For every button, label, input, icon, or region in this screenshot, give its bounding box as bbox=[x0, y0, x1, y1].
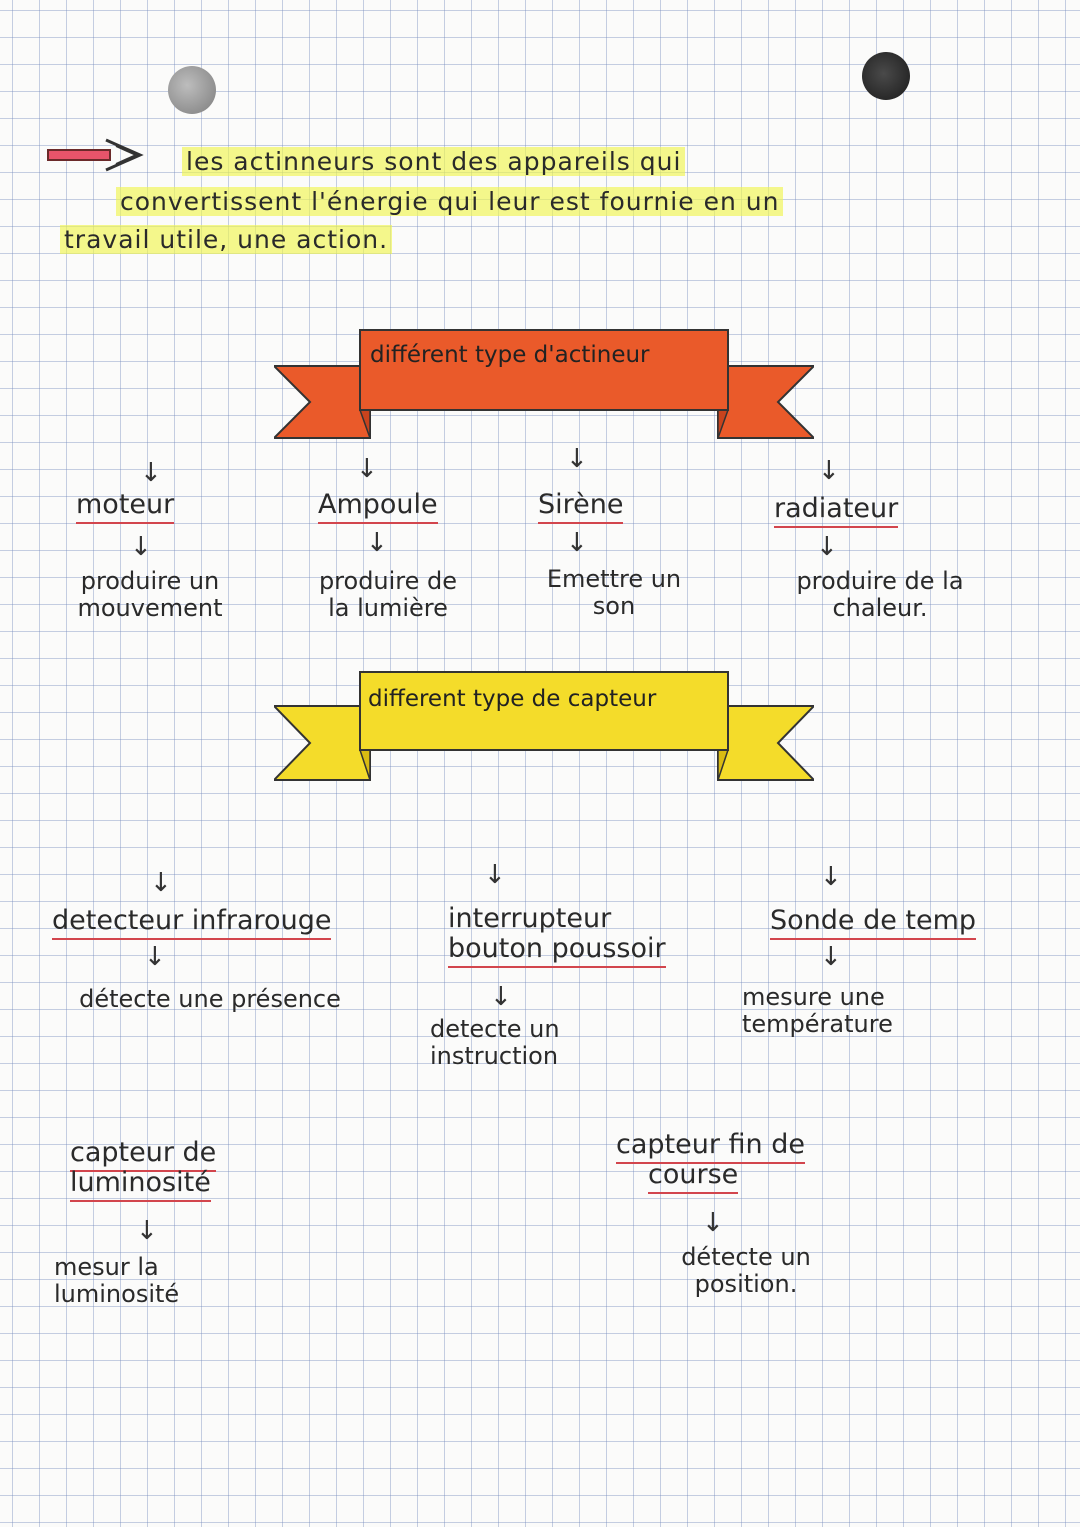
sensors-banner-body bbox=[359, 671, 729, 751]
intro-line-1: les actinneurs sont des appareils qui bbox=[182, 147, 686, 176]
arrow-down-icon: ↓ bbox=[490, 982, 512, 1012]
sensor-detecteur-infrarouge-desc: détecte une présence bbox=[79, 985, 341, 1013]
arrow-down-icon: ↓ bbox=[150, 868, 172, 898]
arrow-down-icon: ↓ bbox=[140, 458, 162, 488]
sensor-sonde-de-temp: Sonde de temp bbox=[770, 905, 977, 940]
sensor-capteur-fin-de-course: capteur fin de course bbox=[616, 1129, 805, 1194]
actuators-banner-body bbox=[359, 329, 729, 411]
actuators-banner-title: différent type d'actineur bbox=[370, 342, 650, 368]
sensor-capteur-de-luminosite: capteur de luminosité bbox=[70, 1137, 217, 1202]
sensor-interrupteur: interrupteur bouton poussoir bbox=[448, 904, 666, 968]
sensors-banner-tail-right bbox=[717, 705, 814, 781]
sensors-banner-title: different type de capteur bbox=[368, 686, 657, 712]
actuator-sirene: Sirène bbox=[538, 489, 624, 524]
arrow-down-icon: ↓ bbox=[702, 1208, 724, 1238]
arrow-right-icon bbox=[47, 138, 144, 172]
arrow-down-icon: ↓ bbox=[566, 528, 588, 558]
punch-hole-right bbox=[862, 52, 910, 100]
actuator-radiateur: radiateur bbox=[774, 493, 899, 528]
arrow-down-icon: ↓ bbox=[816, 532, 838, 562]
actuators-banner-tail-left bbox=[274, 365, 371, 439]
arrow-down-icon: ↓ bbox=[144, 942, 166, 972]
intro-line-3: travail utile, une action. bbox=[60, 225, 393, 254]
arrow-down-icon: ↓ bbox=[484, 860, 506, 890]
sensors-banner bbox=[274, 671, 814, 781]
actuator-ampoule: Ampoule bbox=[318, 489, 438, 524]
arrow-down-icon: ↓ bbox=[366, 528, 388, 558]
sensors-banner-tail-left bbox=[274, 705, 371, 781]
arrow-down-icon: ↓ bbox=[136, 1216, 158, 1246]
arrow-down-icon: ↓ bbox=[818, 456, 840, 486]
arrow-down-icon: ↓ bbox=[820, 942, 842, 972]
arrow-down-icon: ↓ bbox=[356, 454, 378, 484]
actuators-banner bbox=[274, 329, 814, 439]
arrow-down-icon: ↓ bbox=[130, 532, 152, 562]
intro-line-2: convertissent l'énergie qui leur est fou… bbox=[116, 187, 784, 216]
arrow-down-icon: ↓ bbox=[566, 444, 588, 474]
punch-hole-left bbox=[168, 66, 216, 114]
arrow-down-icon: ↓ bbox=[820, 862, 842, 892]
actuators-banner-tail-right bbox=[717, 365, 814, 439]
sensor-detecteur-infrarouge: detecteur infrarouge bbox=[52, 905, 332, 940]
actuator-moteur: moteur bbox=[76, 489, 175, 524]
